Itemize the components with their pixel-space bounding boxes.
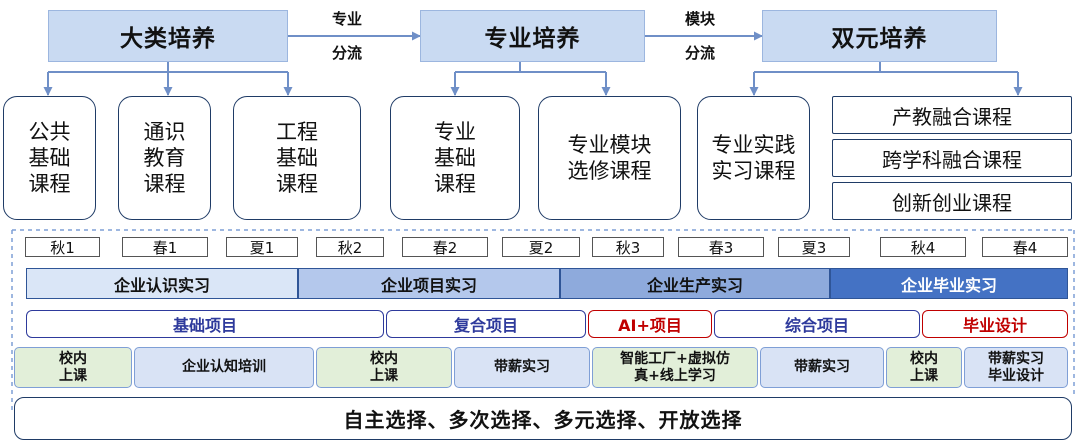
course-interdisciplinary: 跨学科融合课程 bbox=[832, 139, 1072, 177]
activity-smart-factory: 智能工厂+虚拟仿 真+线上学习 bbox=[592, 347, 758, 388]
project-graduation-design: 毕业设计 bbox=[922, 310, 1068, 338]
semester-6: 夏2 bbox=[502, 237, 580, 257]
course-public-basics: 公共 基础 课程 bbox=[3, 96, 96, 220]
project-composite: 复合项目 bbox=[386, 310, 586, 338]
semester-8: 春3 bbox=[678, 237, 764, 257]
semester-10: 秋4 bbox=[880, 237, 966, 257]
course-engineering-basics: 工程 基础 课程 bbox=[233, 96, 361, 220]
branch-stage-3 bbox=[749, 62, 1023, 96]
stage-dual-training: 双元培养 bbox=[762, 10, 997, 62]
semester-3: 夏1 bbox=[226, 237, 298, 257]
timeline-dashed-frame bbox=[11, 229, 1075, 410]
stage-major-training: 专业培养 bbox=[420, 10, 645, 62]
flow-label-1-line2: 分流 bbox=[331, 44, 362, 62]
internship-project: 企业项目实习 bbox=[298, 268, 560, 299]
activity-campus-class-3: 校内 上课 bbox=[886, 347, 962, 388]
project-comprehensive: 综合项目 bbox=[714, 310, 920, 338]
course-major-basics: 专业 基础 课程 bbox=[390, 96, 520, 220]
project-ai: AI+项目 bbox=[588, 310, 712, 338]
stage-broad-training: 大类培养 bbox=[48, 10, 288, 62]
flow-label-2-line2: 分流 bbox=[684, 44, 715, 62]
bottom-banner: 自主选择、多次选择、多元选择、开放选择 bbox=[14, 397, 1072, 440]
activity-paid-internship-graduation: 带薪实习 毕业设计 bbox=[964, 347, 1068, 388]
semester-4: 秋2 bbox=[316, 237, 384, 257]
flow-label-1-line1: 专业 bbox=[331, 10, 362, 28]
semester-5: 春2 bbox=[402, 237, 488, 257]
course-industry-education: 产教融合课程 bbox=[832, 96, 1072, 134]
activity-paid-internship-2: 带薪实习 bbox=[760, 347, 884, 388]
activity-paid-internship-1: 带薪实习 bbox=[454, 347, 590, 388]
semester-2: 春1 bbox=[122, 237, 208, 257]
course-general-education: 通识 教育 课程 bbox=[118, 96, 211, 220]
semester-11: 春4 bbox=[982, 237, 1068, 257]
course-innovation-entrepreneurship: 创新创业课程 bbox=[832, 182, 1072, 220]
branch-stage-1 bbox=[43, 62, 293, 96]
semester-7: 秋3 bbox=[592, 237, 664, 257]
project-basic: 基础项目 bbox=[26, 310, 384, 338]
course-major-electives: 专业模块 选修课程 bbox=[538, 96, 681, 220]
semester-9: 夏3 bbox=[778, 237, 850, 257]
internship-production: 企业生产实习 bbox=[560, 268, 830, 299]
branch-stage-2 bbox=[450, 62, 611, 96]
internship-graduation: 企业毕业实习 bbox=[830, 268, 1068, 299]
flow-label-2-line1: 模块 bbox=[684, 10, 715, 28]
activity-campus-class-2: 校内 上课 bbox=[316, 347, 452, 388]
activity-enterprise-training: 企业认知培训 bbox=[134, 347, 314, 388]
course-practice-internship: 专业实践 实习课程 bbox=[697, 96, 810, 220]
activity-campus-class-1: 校内 上课 bbox=[14, 347, 132, 388]
semester-1: 秋1 bbox=[25, 237, 100, 257]
internship-cognition: 企业认识实习 bbox=[26, 268, 298, 299]
